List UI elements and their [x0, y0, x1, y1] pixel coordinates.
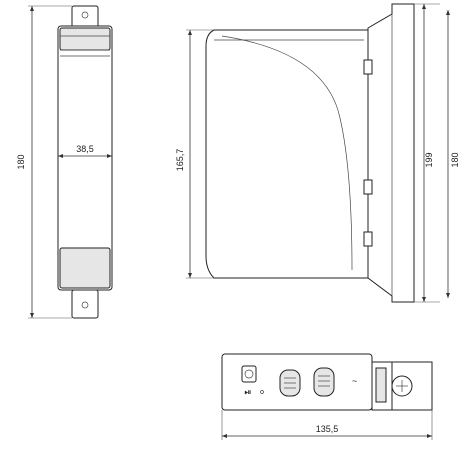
front-top-screw-hole [81, 11, 89, 19]
side-rear-tab-1 [363, 59, 373, 75]
front-bottom-screw-hole [81, 301, 89, 309]
side-view: 165,7 199 180 [175, 3, 460, 303]
bottom-button-right [313, 367, 335, 397]
front-height-label: 180 [16, 154, 26, 169]
bottom-view: ⏯ ~ 135,5 [221, 353, 433, 440]
side-depth-label: 165,7 [175, 149, 185, 172]
front-bottom-bracket [71, 289, 99, 319]
side-height-outer-label: 180 [450, 152, 460, 167]
play-pause-icon: ⏯ [244, 387, 251, 397]
bottom-slot [375, 367, 387, 403]
side-rear-tab-2 [363, 179, 373, 195]
status-led [260, 390, 264, 394]
front-bottom-section [59, 247, 111, 289]
bottom-sensor-frame [241, 365, 257, 383]
front-width-label: 38,5 [76, 144, 94, 154]
side-height-inner-label: 199 [424, 152, 434, 167]
front-top-cap [59, 27, 111, 51]
side-curve [221, 35, 353, 271]
bottom-sensor [244, 369, 254, 379]
bottom-indicator-icon: ~ [352, 376, 357, 386]
front-view: 38,5 180 [16, 5, 113, 319]
side-rear-bracket [367, 3, 415, 303]
side-rear-tab-3 [363, 231, 373, 247]
bottom-length-label: 135,5 [316, 424, 339, 434]
side-housing [205, 29, 369, 279]
